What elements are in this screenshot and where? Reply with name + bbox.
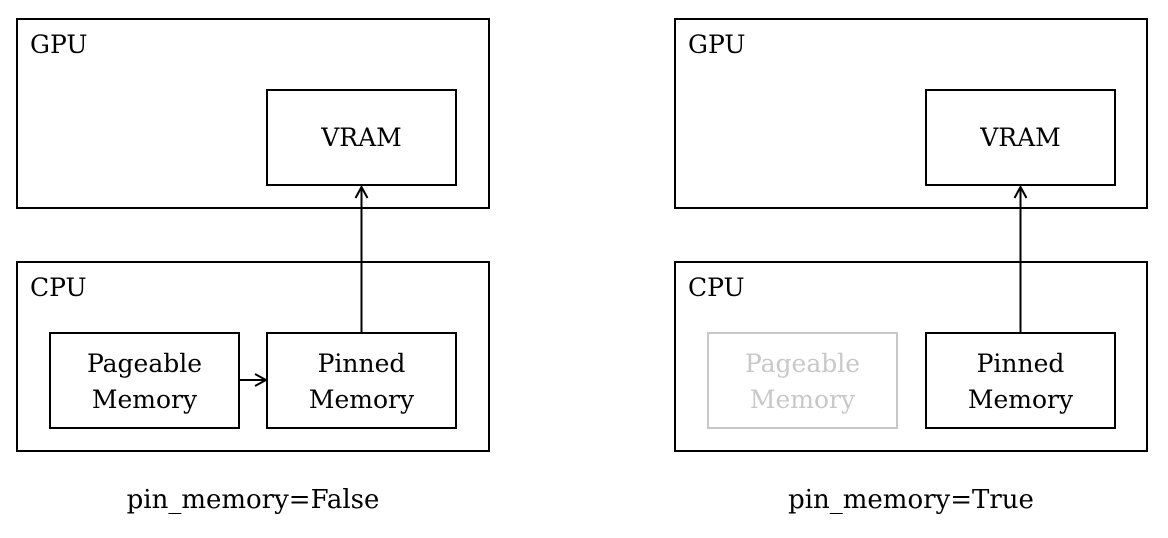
gpu-box xyxy=(674,18,1148,209)
gpu-box xyxy=(16,18,490,209)
cpu-box xyxy=(16,261,490,452)
vram-label: VRAM xyxy=(320,123,402,152)
pageable-memory-label-line1: Pageable xyxy=(745,349,860,378)
pinned-memory-label-line2: Memory xyxy=(968,385,1074,414)
gpu-label: GPU xyxy=(688,30,745,59)
pageable-memory-label-line2: Memory xyxy=(750,385,856,414)
pageable-memory-box xyxy=(707,332,898,429)
cpu-label: CPU xyxy=(688,273,745,302)
caption-pin-memory-false: pin_memory=False xyxy=(127,485,380,515)
diagram-pin-memory-true: GPU VRAM CPU Pageable Memory Pinned Memo… xyxy=(674,18,1148,515)
pageable-memory-label-line2: Memory xyxy=(92,385,198,414)
pinned-memory-label-line2: Memory xyxy=(309,385,415,414)
cpu-label: CPU xyxy=(30,273,87,302)
vram-label: VRAM xyxy=(979,123,1061,152)
gpu-label: GPU xyxy=(30,30,87,59)
pageable-memory-label-line1: Pageable xyxy=(87,349,202,378)
caption-pin-memory-true: pin_memory=True xyxy=(788,485,1034,515)
cpu-box xyxy=(674,261,1148,452)
pinned-memory-label-line1: Pinned xyxy=(977,349,1065,378)
diagram-pin-memory-false: GPU VRAM CPU Pageable Memory Pinned Memo… xyxy=(16,18,490,515)
pinned-memory-label-line1: Pinned xyxy=(318,349,406,378)
